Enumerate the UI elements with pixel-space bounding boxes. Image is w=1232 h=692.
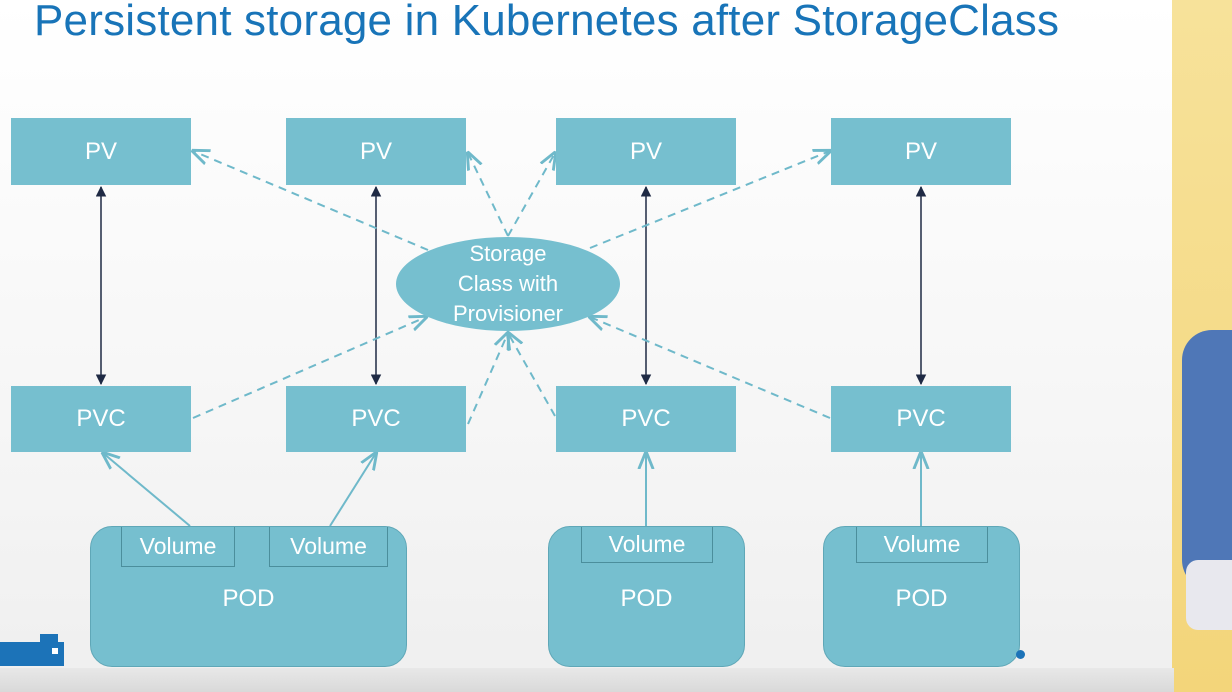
claim-arrow xyxy=(590,317,831,419)
volume-label: Volume xyxy=(290,533,367,559)
volume-box: Volume xyxy=(269,527,388,567)
pod-box: Volume Volume POD xyxy=(90,526,407,667)
mount-arrow xyxy=(329,453,376,527)
pv-label: PV xyxy=(904,137,937,165)
pvc-label: PVC xyxy=(621,405,671,432)
logo-eye xyxy=(52,648,58,654)
slide-title: Persistent storage in Kubernetes after S… xyxy=(34,0,1060,45)
pvc-box: PVC xyxy=(11,386,191,452)
pv-box: PV xyxy=(286,118,466,185)
volume-box: Volume xyxy=(121,527,235,567)
bottom-bar xyxy=(0,668,1174,692)
volume-label: Volume xyxy=(139,533,217,559)
pv-box: PV xyxy=(11,118,191,185)
volume-box: Volume xyxy=(581,527,713,563)
side-shape xyxy=(1182,330,1232,590)
storage-class-line: Storage xyxy=(469,241,547,266)
volume-label: Volume xyxy=(608,531,686,557)
pvc-label: PVC xyxy=(351,405,401,432)
connector-layer xyxy=(95,0,1174,527)
pod-label: POD xyxy=(222,585,275,612)
pod-label: POD xyxy=(895,585,948,612)
pv-label: PV xyxy=(629,137,662,165)
pod-box: Volume POD xyxy=(548,526,745,667)
side-shape xyxy=(1186,560,1232,630)
pvc-box: PVC xyxy=(831,386,1011,452)
storage-class-line: Class with xyxy=(457,271,559,296)
footer-dot xyxy=(1016,650,1025,659)
pod-label: POD xyxy=(620,585,673,612)
volume-label: Volume xyxy=(883,531,961,557)
provision-arrow xyxy=(193,151,429,251)
provision-arrow xyxy=(589,151,830,249)
claim-arrow xyxy=(192,317,426,419)
pod-box: Volume POD xyxy=(823,526,1020,667)
claim-arrow xyxy=(467,333,508,425)
rancher-logo xyxy=(0,632,70,672)
pv-box: PV xyxy=(556,118,736,185)
pvc-box: PVC xyxy=(286,386,466,452)
pvc-box: PVC xyxy=(556,386,736,452)
pv-label: PV xyxy=(359,137,392,165)
pv-box: PV xyxy=(831,118,1011,185)
logo-body xyxy=(0,642,64,666)
provision-arrow xyxy=(468,153,509,237)
pv-label: PV xyxy=(84,137,117,165)
volume-box: Volume xyxy=(856,527,988,563)
claim-arrow xyxy=(508,333,556,417)
mount-arrow xyxy=(103,453,191,527)
storage-class-line: Provisioner xyxy=(452,301,564,326)
storage-class-node: Storage Class with Provisioner xyxy=(396,237,620,331)
pvc-label: PVC xyxy=(76,405,126,432)
provision-arrow xyxy=(507,153,555,237)
side-illustration xyxy=(1172,0,1232,692)
pvc-label: PVC xyxy=(896,405,946,432)
